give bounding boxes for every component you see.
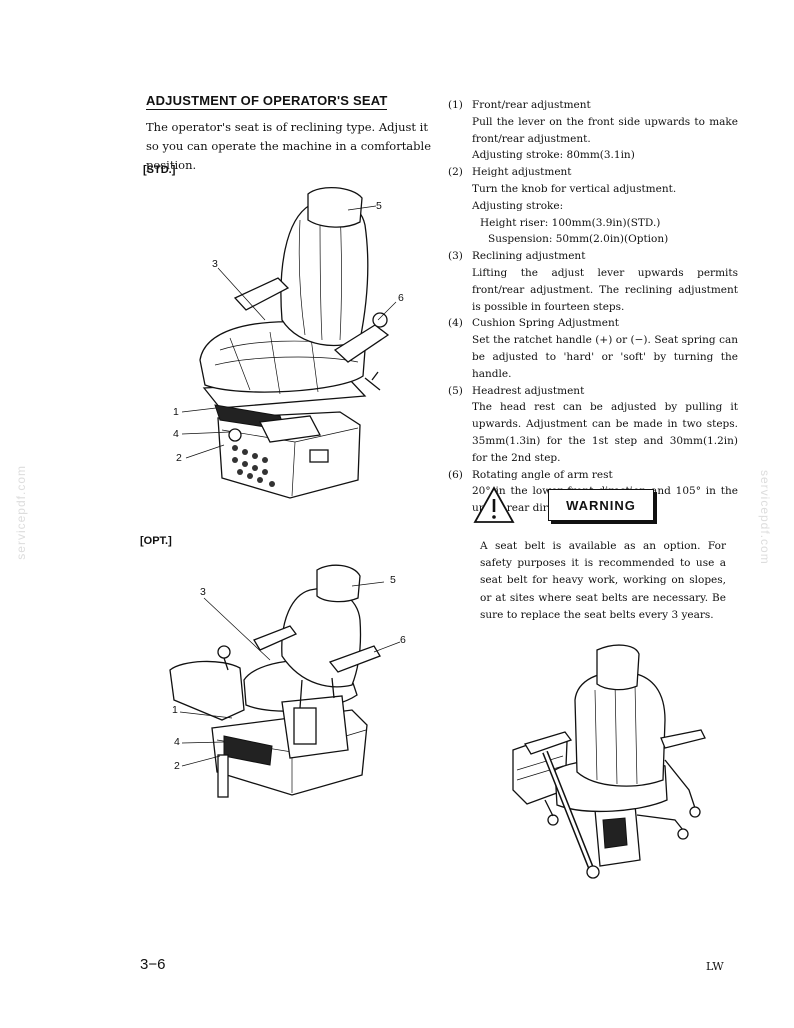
std-figure-label: [STD.] [143, 164, 176, 176]
opt-seat-figure: 5 3 6 1 4 2 [162, 560, 412, 820]
item-number: (3) [448, 250, 463, 263]
opt-callout-3: 3 [200, 586, 206, 598]
adjustment-item-5: (5) Headrest adjustment The head rest ca… [448, 383, 738, 467]
page-number: 3−6 [140, 956, 166, 973]
opt-callout-1: 1 [172, 704, 178, 716]
adjustment-list: (1) Front/rear adjustment Pull the lever… [448, 97, 738, 517]
item-text: Set the ratchet handle (+) or (−). Seat … [472, 334, 738, 380]
warning-text: A seat belt is available as an option. F… [480, 540, 726, 621]
item-text: The head rest can be adjusted by pulling… [472, 401, 738, 464]
item-text: Pull the lever on the front side upwards… [472, 115, 738, 145]
opt-callout-2: 2 [174, 760, 180, 772]
warning-header: WARNING [472, 485, 732, 527]
item-title: Reclining adjustment [472, 250, 586, 263]
warning-label: WARNING [548, 489, 654, 521]
item-title: Rotating angle of arm rest [472, 468, 613, 481]
std-callout-3: 3 [212, 258, 218, 270]
opt-callout-5: 5 [390, 574, 396, 586]
std-callout-2: 2 [176, 452, 182, 464]
item-stroke: Adjusting stroke: [472, 199, 564, 212]
std-seat-figure: 5 3 6 1 4 2 [160, 180, 410, 510]
item-text: Lifting the adjust lever upwards permits… [472, 266, 738, 313]
opt-figure-label: [OPT.] [140, 535, 172, 547]
seat-belt-figure [505, 640, 715, 890]
adjustment-item-3: (3) Reclining adjustment Lifting the adj… [448, 248, 738, 315]
std-callout-1: 1 [173, 406, 179, 418]
std-callout-4: 4 [173, 428, 179, 440]
item-title: Front/rear adjustment [472, 99, 591, 111]
item-number: (2) [448, 166, 463, 179]
opt-seat-drawing [169, 564, 401, 798]
section-code: LW [706, 960, 724, 973]
adjustment-item-2: (2) Height adjustment Turn the knob for … [448, 164, 738, 248]
std-callout-5: 5 [376, 200, 382, 212]
item-number: (5) [448, 384, 463, 397]
item-number: (6) [448, 468, 463, 481]
warning-triangle-icon [473, 486, 515, 523]
watermark-right: servicepdf.com [758, 470, 772, 565]
opt-callout-6: 6 [400, 634, 406, 646]
adjustment-item-4: (4) Cushion Spring Adjustment Set the ra… [448, 315, 738, 382]
item-title: Height adjustment [472, 166, 572, 179]
section-title: ADJUSTMENT OF OPERATOR'S SEAT [146, 93, 388, 110]
intro-paragraph: The operator's seat is of reclining type… [146, 120, 432, 172]
adjustment-item-1: (1) Front/rear adjustment Pull the lever… [448, 97, 738, 164]
seat-belt-drawing [512, 644, 706, 879]
item-title: Cushion Spring Adjustment [472, 317, 619, 330]
item-stroke-height-riser: Height riser: 100mm(3.9in)(STD.) [480, 216, 661, 229]
item-title: Headrest adjustment [472, 384, 585, 397]
watermark-left: servicepdf.com [14, 465, 28, 560]
item-stroke-suspension: Suspension: 50mm(2.0in)(Option) [488, 233, 669, 246]
std-seat-drawing [181, 187, 397, 499]
std-callout-6: 6 [398, 292, 404, 304]
item-text: Turn the knob for vertical adjustment. [472, 182, 677, 195]
item-number: (4) [448, 317, 463, 330]
item-stroke: Adjusting stroke: 80mm(3.1in) [472, 149, 635, 162]
item-number: (1) [448, 99, 463, 111]
opt-callout-4: 4 [174, 736, 180, 748]
